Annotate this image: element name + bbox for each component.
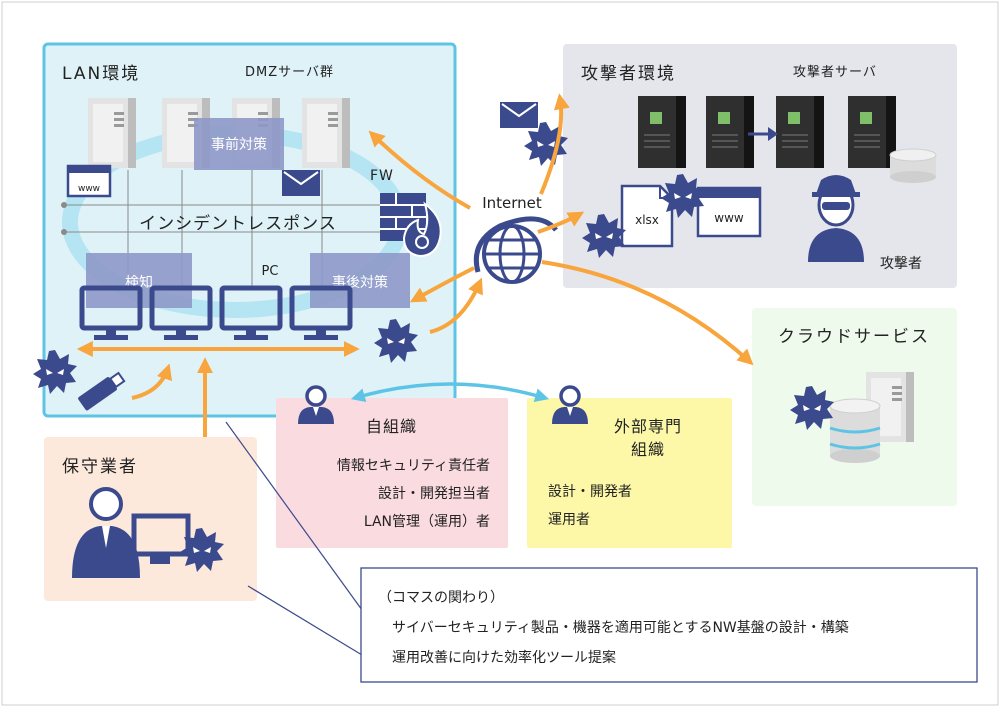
comas-box: [360, 567, 978, 683]
attacker-server-icon: [776, 96, 824, 168]
collaboration-arrow: [350, 382, 550, 402]
self-org-item: LAN管理（運用）者: [364, 514, 490, 530]
external-org-title-line: 外部専門: [614, 417, 682, 436]
maintenance-monitor-icon: [131, 513, 191, 564]
attacker-server-icon: [706, 96, 754, 168]
maintenance-vendor: 保守業者: [44, 437, 257, 601]
phishing-mail-icon: [499, 101, 539, 129]
cloud-database-icon: [829, 398, 881, 463]
cloud-service: クラウドサービス: [752, 308, 957, 506]
maintenance-title: 保守業者: [62, 457, 138, 477]
arrow-right-icon: [768, 127, 778, 141]
internet-label: Internet: [482, 194, 542, 212]
attacker-person-icon: [808, 175, 864, 262]
lan-environment: LAN環境 DMZサーバ群 事前対策 検知 事後対策 インシデントレスポンス: [42, 42, 457, 418]
website-www-text: www: [714, 211, 744, 225]
database-icon: [889, 148, 937, 183]
xlsx-file-label: xlsx: [635, 213, 659, 227]
self-org-box: [276, 398, 508, 548]
browser-www-text: www: [78, 184, 100, 194]
comas-heading: （コマスの関わり）: [378, 590, 504, 606]
dmz-label: DMZサーバ群: [245, 65, 334, 80]
pre-measures-box: [194, 118, 284, 170]
usb-drive-icon: [78, 371, 126, 411]
post-measures-box: [310, 253, 410, 308]
external-org-box: [527, 398, 732, 548]
lan-title: LAN環境: [62, 64, 140, 84]
self-org-item: 情報セキュリティ責任者: [337, 458, 490, 474]
fw-label: FW: [370, 168, 394, 184]
comas-callout: （コマスの関わり） サイバーセキュリティ製品・機器を適用可能とするNW基盤の設計…: [225, 421, 978, 683]
external-organization: 外部専門 組織 設計・開発者 運用者: [527, 385, 732, 548]
dmz-server-icon: [88, 98, 136, 168]
self-org-title: 自組織: [366, 417, 417, 436]
attacker-title: 攻撃者環境: [581, 64, 676, 84]
incident-response-label: インシデントレスポンス: [139, 213, 337, 234]
attacker-server-label: 攻撃者サーバ: [793, 64, 877, 80]
internet-globe-icon: [473, 216, 558, 284]
mail-icon: [281, 169, 321, 197]
cloud-title: クラウドサービス: [778, 327, 930, 347]
attacker-environment: 攻撃者環境 攻撃者サーバ xlsx www: [563, 44, 957, 288]
self-organization: 自組織 情報セキュリティ責任者 設計・開発担当者 LAN管理（運用）者: [276, 385, 508, 548]
attacker-person-label: 攻撃者: [880, 256, 922, 272]
external-org-item: 設計・開発者: [548, 484, 632, 500]
comas-line: 運用改善に向けた効率化ツール提案: [392, 649, 616, 666]
self-org-item: 設計・開発担当者: [378, 486, 490, 502]
malicious-website-icon: www: [696, 186, 762, 238]
attacker-server-icon: [848, 96, 896, 168]
dmz-server-icon: [302, 98, 350, 168]
attacker-server-icon: [638, 96, 686, 168]
firewall-icon: [380, 193, 442, 258]
pc-label: PC: [262, 264, 279, 279]
external-org-title-line: 組織: [631, 440, 665, 459]
external-org-item: 運用者: [548, 512, 590, 528]
comas-line: サイバーセキュリティ製品・機器を適用可能とするNW基盤の設計・構築: [392, 619, 849, 636]
maintenance-person-icon: [72, 487, 140, 578]
pre-measures-label: 事前対策: [211, 136, 267, 153]
xlsx-file-icon: xlsx: [620, 184, 674, 248]
